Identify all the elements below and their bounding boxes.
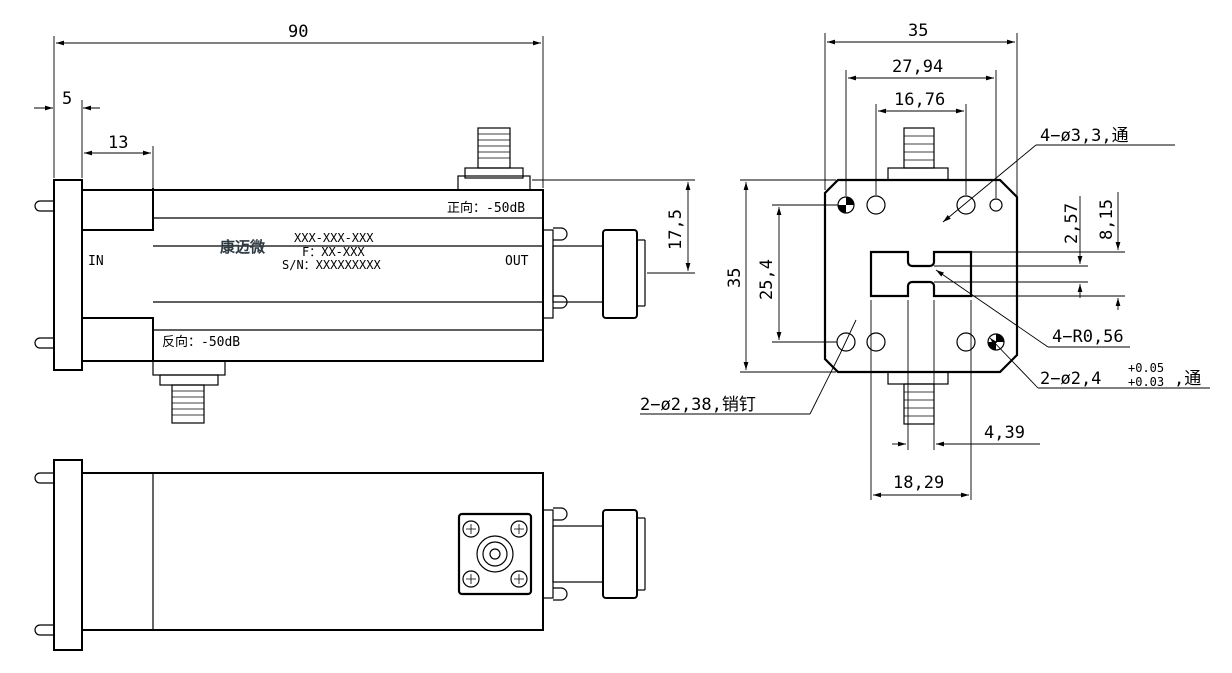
dim-slot-half-height: 2,57 — [1062, 203, 1082, 244]
dim-hole-spacing-outer: 27,94 — [892, 57, 943, 77]
dim-flange-hole-spacing: 18,29 — [893, 473, 944, 493]
in-port-label: IN — [88, 254, 104, 269]
reverse-sma-connector — [152, 360, 226, 424]
end-flange-outline — [823, 178, 1019, 374]
tolerance-upper: +0.05 — [1128, 361, 1164, 375]
ridge-aperture — [869, 250, 973, 298]
label-pin-holes: 2−ø2,4 — [1040, 369, 1101, 389]
side-flange — [53, 459, 83, 651]
tolerance-lower: +0.03 — [1128, 375, 1164, 389]
part-number: XXX-XXX-XXX — [294, 231, 374, 245]
sma-flange-face — [457, 512, 533, 596]
label-pin-suffix: ,通 — [1174, 369, 1201, 389]
dim-port-offset: 17,5 — [666, 209, 686, 250]
top-view: 正向：-50dB 反向：-50dB IN OUT 康迈微 XXX-XXX-XXX… — [34, 22, 695, 424]
frequency-label: F：XX-XXX — [302, 245, 365, 259]
dim-hole-spacing-inner: 16,76 — [894, 90, 945, 110]
brand-logo: 康迈微 — [220, 238, 266, 256]
input-flange — [53, 179, 83, 371]
dim-slot-outer-height: 8,15 — [1097, 199, 1117, 240]
dim-end-height: 35 — [725, 268, 745, 288]
side-view — [34, 459, 646, 651]
serial-number: S/N：XXXXXXXXX — [282, 258, 381, 272]
dim-flange-thickness: 5 — [62, 89, 72, 109]
label-through-holes: 4−ø3,3,通 — [1040, 126, 1129, 146]
dim-step-length: 13 — [108, 133, 128, 153]
forward-label: 正向：-50dB — [447, 200, 525, 216]
forward-sma-connector — [457, 127, 531, 191]
label-dowel-holes: 2−ø2,38,销钉 — [640, 395, 756, 415]
dim-vertical-hole-spacing: 25,4 — [757, 259, 777, 300]
side-body — [81, 472, 544, 631]
label-corner-radius: 4−R0,56 — [1052, 327, 1124, 347]
flange-pin-bottom — [34, 337, 54, 349]
dim-slot-width: 4,39 — [984, 423, 1025, 443]
out-port-label: OUT — [505, 254, 529, 269]
output-connector — [542, 227, 646, 319]
flange-pin-top — [34, 200, 54, 212]
reverse-label: 反向：-50dB — [162, 334, 240, 350]
end-view: 35 27,94 16,76 4−ø3,3,通 35 25,4 2,57 — [640, 21, 1210, 500]
dim-end-width: 35 — [908, 21, 928, 41]
dim-overall-length: 90 — [288, 22, 308, 42]
